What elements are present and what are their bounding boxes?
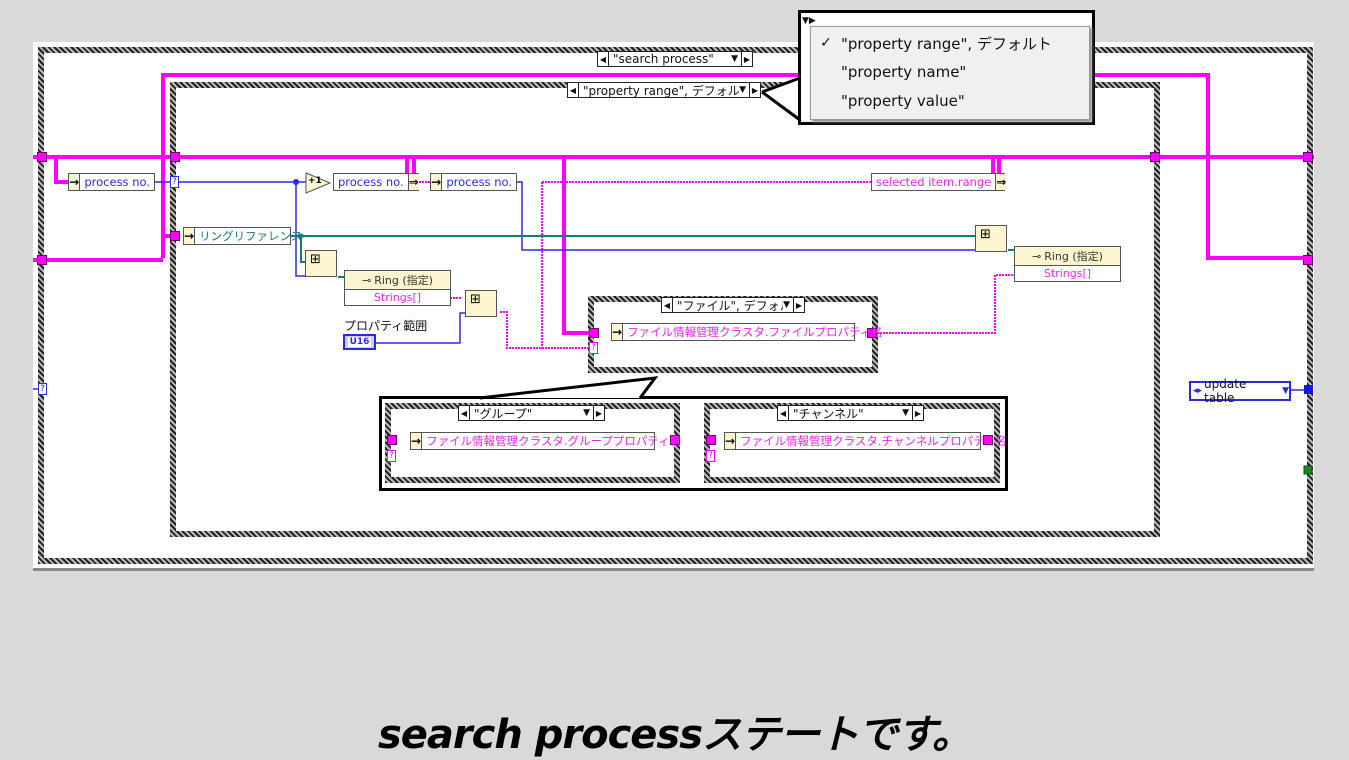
unbundle-process-no[interactable]: → process no.	[68, 173, 155, 191]
unbundle-arrow-icon: →	[411, 433, 423, 449]
u16-constant[interactable]: U16	[343, 334, 376, 350]
group-property-name-unbundle[interactable]: → ファイル情報管理クラスタ.グループプロパティ名	[410, 432, 682, 450]
decrement-arrow-icon[interactable]: ◀	[459, 406, 470, 420]
unbundle-ring-reference[interactable]: → リングリファレンス	[183, 227, 303, 245]
strings-property[interactable]: Strings[]	[373, 291, 422, 304]
increment-function[interactable]: +1	[305, 172, 332, 194]
case-selector-terminal[interactable]: ?	[387, 450, 396, 462]
selector-label: "ファイル", デフォルト	[677, 298, 783, 313]
tunnel	[170, 152, 180, 162]
ring-property-node[interactable]: ⊸Ring (指定) Strings[]	[344, 270, 451, 306]
unbundle-arrow-icon: →	[184, 228, 196, 244]
selected-item-range-bundle[interactable]: selected item.range ⇒	[871, 173, 1007, 191]
property-range-label: プロパティ範囲	[344, 319, 428, 333]
case-selector-terminal[interactable]: ?	[706, 450, 715, 462]
increment-arrow-icon[interactable]: ▶	[749, 83, 760, 97]
tunnel	[37, 152, 47, 162]
update-table-enum-constant[interactable]: ◂▸ update table ▼	[1189, 377, 1291, 405]
index-array-node[interactable]: ⊞	[975, 225, 1007, 252]
ring-property-node[interactable]: ⊸Ring (指定) Strings[]	[1014, 246, 1121, 282]
inner-case-selector[interactable]: ◀ "property range", デフォルト ▼ ▶	[567, 82, 761, 98]
increment-arrow-icon[interactable]: ▶	[793, 298, 804, 312]
menu-item-property-range[interactable]: ✓ "property range", デフォルト	[811, 30, 1052, 56]
dropdown-arrow-icon[interactable]: ▼	[902, 408, 909, 418]
file-property-name-unbundle[interactable]: → ファイル情報管理クラスタ.ファイルプロパティ名	[611, 323, 883, 341]
index-array-node[interactable]: ⊞	[305, 250, 337, 277]
dropdown-arrow-icon[interactable]: ▼	[783, 300, 790, 310]
increment-arrow-icon[interactable]: ▶	[741, 52, 752, 66]
dropdown-arrow-icon[interactable]: ▼▶	[802, 16, 816, 26]
bundle-icon: ⇒	[407, 174, 419, 190]
increment-label: +1	[308, 176, 322, 186]
check-icon: ✓	[820, 35, 832, 51]
selector-label: "search process"	[613, 52, 714, 66]
bundle-process-no[interactable]: process no. ⇒	[333, 173, 419, 191]
menu-item-property-name[interactable]: "property name"	[811, 59, 966, 85]
tunnel	[387, 435, 397, 445]
decrement-arrow-icon[interactable]: ◀	[598, 52, 609, 66]
tunnel	[983, 435, 993, 445]
menu-item-property-value[interactable]: "property value"	[811, 88, 965, 114]
case-selector-terminal[interactable]: ?	[38, 383, 47, 395]
tunnel	[706, 435, 716, 445]
increment-arrow-icon[interactable]: ▶	[912, 406, 923, 420]
tunnel	[1303, 255, 1313, 265]
bundle-icon: ⇒	[995, 174, 1007, 190]
decrement-arrow-icon[interactable]: ◀	[568, 83, 579, 97]
case-selector-popup-menu: ✓ "property range", デフォルト "property name…	[810, 26, 1090, 120]
enum-arrows-icon: ◂▸	[1193, 386, 1203, 396]
file-case-selector[interactable]: ◀ "ファイル", デフォルト ▼ ▶	[661, 297, 805, 313]
group-case-selector[interactable]: ◀ "グループ" ▼ ▶	[458, 405, 605, 421]
subcase-callout	[379, 396, 1008, 491]
array-grid-icon: ⊞	[470, 292, 481, 307]
selector-label: "グループ"	[474, 406, 533, 421]
unbundle-arrow-icon: →	[431, 174, 443, 190]
channel-property-name-unbundle[interactable]: → ファイル情報管理クラスタ.チャンネルプロパティ名	[724, 432, 1007, 450]
channel-case-selector[interactable]: ◀ "チャンネル" ▼ ▶	[777, 405, 924, 421]
strings-property[interactable]: Strings[]	[1043, 267, 1092, 280]
key-icon: ⊸	[362, 273, 372, 287]
increment-arrow-icon[interactable]: ▶	[593, 406, 604, 420]
dropdown-arrow-icon[interactable]: ▼	[739, 85, 746, 95]
decrement-arrow-icon[interactable]: ◀	[778, 406, 789, 420]
unbundle-arrow-icon: →	[69, 174, 81, 190]
menu-item-label: "property range", デフォルト	[841, 34, 1052, 53]
dropdown-arrow-icon[interactable]: ▼	[583, 408, 590, 418]
tunnel	[170, 231, 180, 241]
index-array-node[interactable]: ⊞	[465, 290, 497, 317]
unbundle-arrow-icon: →	[725, 433, 737, 449]
tunnel	[1303, 152, 1313, 162]
selector-label: "チャンネル"	[793, 406, 864, 421]
outer-case-selector[interactable]: ◀ "search process" ▼ ▶	[597, 51, 753, 67]
menu-item-label: "property name"	[841, 63, 967, 81]
array-grid-icon: ⊞	[310, 252, 321, 267]
slide-caption: search processステートです。	[377, 712, 972, 758]
tunnel	[867, 328, 877, 338]
tunnel	[670, 435, 680, 445]
tunnel	[1150, 152, 1160, 162]
array-grid-icon: ⊞	[980, 227, 991, 242]
menu-item-label: "property value"	[841, 92, 965, 110]
dropdown-arrow-icon[interactable]: ▼	[1282, 386, 1289, 396]
case-selector-terminal[interactable]: ?	[170, 176, 179, 188]
dropdown-arrow-icon[interactable]: ▼	[731, 54, 738, 64]
unbundle-process-no-2[interactable]: → process no.	[430, 173, 517, 191]
decrement-arrow-icon[interactable]: ◀	[662, 298, 673, 312]
tunnel	[37, 255, 47, 265]
popup-selector-stub[interactable]: ▼▶	[802, 13, 824, 29]
case-selector-terminal[interactable]: ?	[589, 342, 598, 354]
tunnel	[589, 328, 599, 338]
selector-label: "property range", デフォルト	[583, 83, 740, 98]
unbundle-arrow-icon: →	[612, 324, 624, 340]
key-icon: ⊸	[1032, 249, 1042, 263]
